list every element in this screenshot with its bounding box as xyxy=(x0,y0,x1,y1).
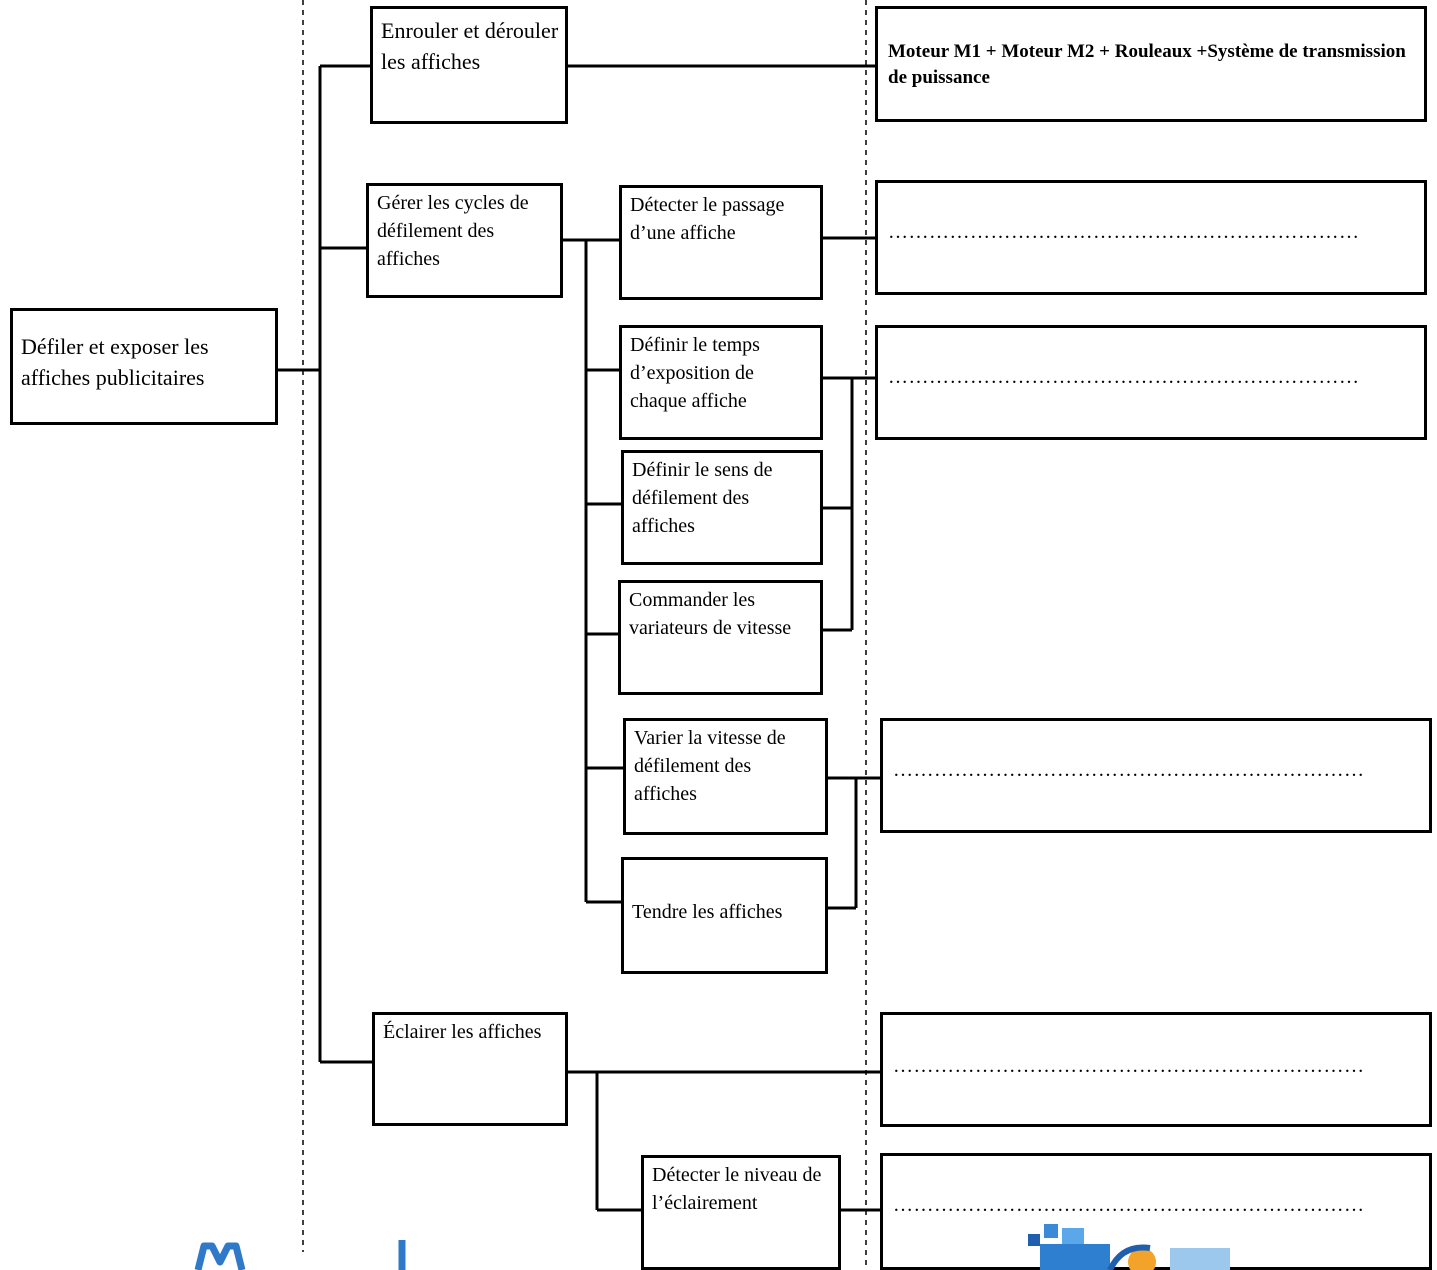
solution-definir-temps-dots: …………………………………………………………… xyxy=(888,366,1360,388)
subfunction-detecter-niveau-box: Détecter le niveau de l’éclairement xyxy=(641,1155,841,1270)
solution-definir-temps-box[interactable]: …………………………………………………………… xyxy=(875,325,1427,440)
function-eclairer-box: Éclairer les affiches xyxy=(372,1012,568,1126)
solution-detecter-niveau-dots: …………………………………………………………… xyxy=(893,1194,1365,1216)
subfunction-definir-sens-box: Définir le sens de défilement des affich… xyxy=(621,450,823,565)
subfunction-definir-temps-label: Définir le temps d’exposition de chaque … xyxy=(630,334,760,412)
function-gerer-box: Gérer les cycles de défilement des affic… xyxy=(366,183,563,298)
subfunction-detecter-passage-box: Détecter le passage d’une affiche xyxy=(619,185,823,300)
solution-eclairer-box[interactable]: …………………………………………………………… xyxy=(880,1012,1432,1127)
subfunction-detecter-niveau-label: Détecter le niveau de l’éclairement xyxy=(652,1164,822,1214)
function-enrouler-label: Enrouler et dérouler les affiches xyxy=(381,18,559,74)
subfunction-commander-label: Commander les variateurs de vitesse xyxy=(629,589,792,639)
subfunction-varier-label: Varier la vitesse de défilement des affi… xyxy=(634,727,786,805)
subfunction-definir-sens-label: Définir le sens de défilement des affich… xyxy=(632,459,773,537)
subfunction-definir-temps-box: Définir le temps d’exposition de chaque … xyxy=(619,325,823,440)
subfunction-varier-box: Varier la vitesse de défilement des affi… xyxy=(623,718,828,835)
root-function-box: Défiler et exposer les affiches publicit… xyxy=(10,308,278,425)
function-eclairer-label: Éclairer les affiches xyxy=(383,1021,542,1043)
watermark-logo-right xyxy=(1010,1222,1250,1270)
solution-detecter-passage-dots: …………………………………………………………… xyxy=(888,221,1360,243)
subfunction-tendre-box: Tendre les affiches xyxy=(621,857,828,974)
subfunction-commander-box: Commander les variateurs de vitesse xyxy=(618,580,823,695)
root-function-label: Défiler et exposer les affiches publicit… xyxy=(21,334,209,390)
solution-eclairer-dots: …………………………………………………………… xyxy=(893,1055,1365,1077)
solution-detecter-niveau-box[interactable]: …………………………………………………………… xyxy=(880,1153,1432,1270)
function-gerer-label: Gérer les cycles de défilement des affic… xyxy=(377,192,529,270)
solution-detecter-passage-box[interactable]: …………………………………………………………… xyxy=(875,180,1427,295)
watermark-logo-left xyxy=(190,1236,430,1270)
subfunction-detecter-passage-label: Détecter le passage d’une affiche xyxy=(630,194,785,244)
solution-enrouler-label: Moteur M1 + Moteur M2 + Rouleaux +Systèm… xyxy=(888,41,1406,88)
subfunction-tendre-label: Tendre les affiches xyxy=(632,901,783,923)
solution-varier-box[interactable]: …………………………………………………………… xyxy=(880,718,1432,833)
function-enrouler-box: Enrouler et dérouler les affiches xyxy=(370,6,568,124)
solution-enrouler-box: Moteur M1 + Moteur M2 + Rouleaux +Systèm… xyxy=(875,6,1427,122)
solution-varier-dots: …………………………………………………………… xyxy=(893,759,1365,781)
